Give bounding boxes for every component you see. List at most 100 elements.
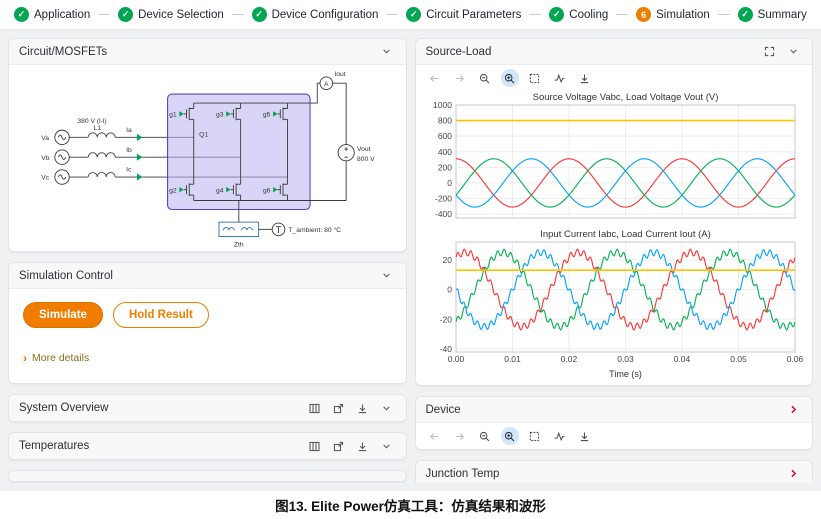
stepper-connector — [232, 14, 244, 15]
stepper-step-simulation[interactable]: 6 Simulation — [636, 7, 710, 22]
box-zoom-icon[interactable] — [526, 427, 544, 445]
columns-icon[interactable] — [306, 438, 324, 454]
temperatures-title: Temperatures — [19, 440, 300, 452]
autoscale-icon[interactable] — [551, 69, 569, 87]
zoom-in-selected-icon[interactable] — [501, 69, 519, 87]
source-b-label: Vb — [41, 155, 50, 162]
source-c-label: Vc — [41, 175, 50, 182]
stepper-step-device-configuration[interactable]: ✓ Device Configuration — [252, 7, 379, 22]
current-b-label: Ib — [126, 147, 132, 154]
current-c-arrow-icon — [137, 173, 142, 180]
device-header[interactable]: Device — [416, 397, 813, 423]
forward-icon[interactable] — [451, 69, 469, 87]
svg-text:0.01: 0.01 — [504, 354, 521, 364]
current-b-arrow-icon — [137, 154, 142, 161]
stepper-connector — [98, 14, 110, 15]
zoom-out-icon[interactable] — [476, 427, 494, 445]
stepper-step-application[interactable]: ✓Application — [14, 7, 90, 22]
back-icon[interactable] — [426, 69, 444, 87]
download-icon[interactable] — [576, 69, 594, 87]
stepper: ✓Application✓Device Selection✓Device Con… — [0, 0, 821, 30]
svg-text:1000: 1000 — [433, 100, 452, 110]
source-load-panel: Source-Load Source Voltage Vabc, Load Vo… — [415, 38, 814, 386]
svg-text:Input Current Iabc, Load Curre: Input Current Iabc, Load Current Iout (A… — [540, 229, 711, 240]
svg-text:0.05: 0.05 — [730, 354, 747, 364]
chevron-down-icon[interactable] — [378, 400, 396, 416]
source-load-title: Source-Load — [426, 46, 755, 58]
junction-temp-header[interactable]: Junction Temp — [416, 461, 813, 483]
simulation-buttons: Simulate Hold Result — [9, 289, 406, 332]
simulation-control-title: Simulation Control — [19, 270, 372, 282]
download-icon[interactable] — [354, 438, 372, 454]
export-icon[interactable] — [330, 438, 348, 454]
zoom-in-selected-icon[interactable] — [501, 427, 519, 445]
stepper-step-summary[interactable]: ✓Summary — [738, 7, 807, 22]
simulate-button[interactable]: Simulate — [23, 302, 103, 328]
gate-g4-label: g4 — [216, 187, 224, 194]
stepper-step-circuit-parameters[interactable]: ✓Circuit Parameters — [406, 7, 521, 22]
svg-text:Time (s): Time (s) — [609, 369, 642, 379]
source-a-label: Va — [41, 135, 49, 142]
system-overview-header[interactable]: System Overview — [9, 395, 406, 421]
autoscale-icon[interactable] — [551, 427, 569, 445]
step-check-icon: ✓ — [118, 7, 133, 22]
voltage-chart[interactable]: Source Voltage Vabc, Load Voltage Vout (… — [420, 91, 809, 228]
expand-icon[interactable] — [760, 44, 778, 60]
zoom-out-icon[interactable] — [476, 69, 494, 87]
gate-g3-label: g3 — [216, 112, 224, 119]
chevron-down-icon[interactable] — [784, 44, 802, 60]
svg-text:Source Voltage Vabc, Load Volt: Source Voltage Vabc, Load Voltage Vout (… — [532, 92, 718, 103]
gate-g5-label: g5 — [263, 112, 271, 119]
box-zoom-icon[interactable] — [526, 69, 544, 87]
forward-icon[interactable] — [451, 427, 469, 445]
temperatures-header[interactable]: Temperatures — [9, 433, 406, 459]
step-check-icon: ✓ — [252, 7, 267, 22]
svg-text:-400: -400 — [434, 209, 451, 219]
circuit-diagram: .w{stroke:#3a3a3a;stroke-width:1;fill:no… — [9, 65, 406, 252]
svg-text:0: 0 — [447, 178, 452, 188]
system-overview-title: System Overview — [19, 402, 300, 414]
right-column: Source-Load Source Voltage Vabc, Load Vo… — [415, 38, 814, 483]
inductor-label: L1 — [94, 125, 102, 132]
download-icon[interactable] — [354, 400, 372, 416]
gate-g2-label: g2 — [169, 187, 177, 194]
chevron-right-icon[interactable] — [784, 402, 802, 418]
output-current-label: Iout — [334, 71, 345, 78]
step-label: Device Configuration — [272, 9, 379, 21]
circuit-panel-header[interactable]: Circuit/MOSFETs — [9, 39, 406, 65]
chart-canvas[interactable]: Source Voltage Vabc, Load Voltage Vout (… — [420, 91, 805, 223]
chevron-down-icon[interactable] — [378, 438, 396, 454]
stepper-step-device-selection[interactable]: ✓Device Selection — [118, 7, 224, 22]
svg-text:400: 400 — [437, 147, 451, 157]
stepper-connector — [718, 14, 730, 15]
hold-result-button[interactable]: Hold Result — [113, 302, 209, 328]
circuit-panel: Circuit/MOSFETs — [8, 38, 407, 252]
gate-g1-label: g1 — [169, 112, 177, 119]
output-voltage-source-icon — [338, 145, 354, 161]
main-content: Circuit/MOSFETs — [0, 30, 821, 491]
stepper-connector — [616, 14, 628, 15]
back-icon[interactable] — [426, 427, 444, 445]
device-panel: Device — [415, 396, 814, 450]
step-check-icon: ✓ — [549, 7, 564, 22]
download-icon[interactable] — [576, 427, 594, 445]
chart-canvas[interactable]: Input Current Iabc, Load Current Iout (A… — [420, 228, 805, 380]
step-label: Simulation — [656, 9, 710, 21]
stepper-step-cooling[interactable]: ✓Cooling — [549, 7, 608, 22]
export-icon[interactable] — [330, 400, 348, 416]
step-check-icon: ✓ — [14, 7, 29, 22]
chevron-right-icon[interactable] — [784, 466, 802, 482]
step-number-badge: 6 — [636, 7, 651, 22]
chevron-down-icon[interactable] — [378, 268, 396, 284]
more-details-link[interactable]: › More details — [9, 332, 406, 376]
svg-text:0.00: 0.00 — [447, 354, 464, 364]
simulation-control-panel: Simulation Control Simulate Hold Result … — [8, 262, 407, 384]
source-load-header[interactable]: Source-Load — [416, 39, 813, 65]
columns-icon[interactable] — [306, 400, 324, 416]
svg-text:0.02: 0.02 — [560, 354, 577, 364]
ammeter-label: A — [324, 81, 329, 88]
chevron-down-icon[interactable] — [378, 44, 396, 60]
simulation-control-header[interactable]: Simulation Control — [9, 263, 406, 289]
current-chart[interactable]: Input Current Iabc, Load Current Iout (A… — [420, 228, 809, 385]
